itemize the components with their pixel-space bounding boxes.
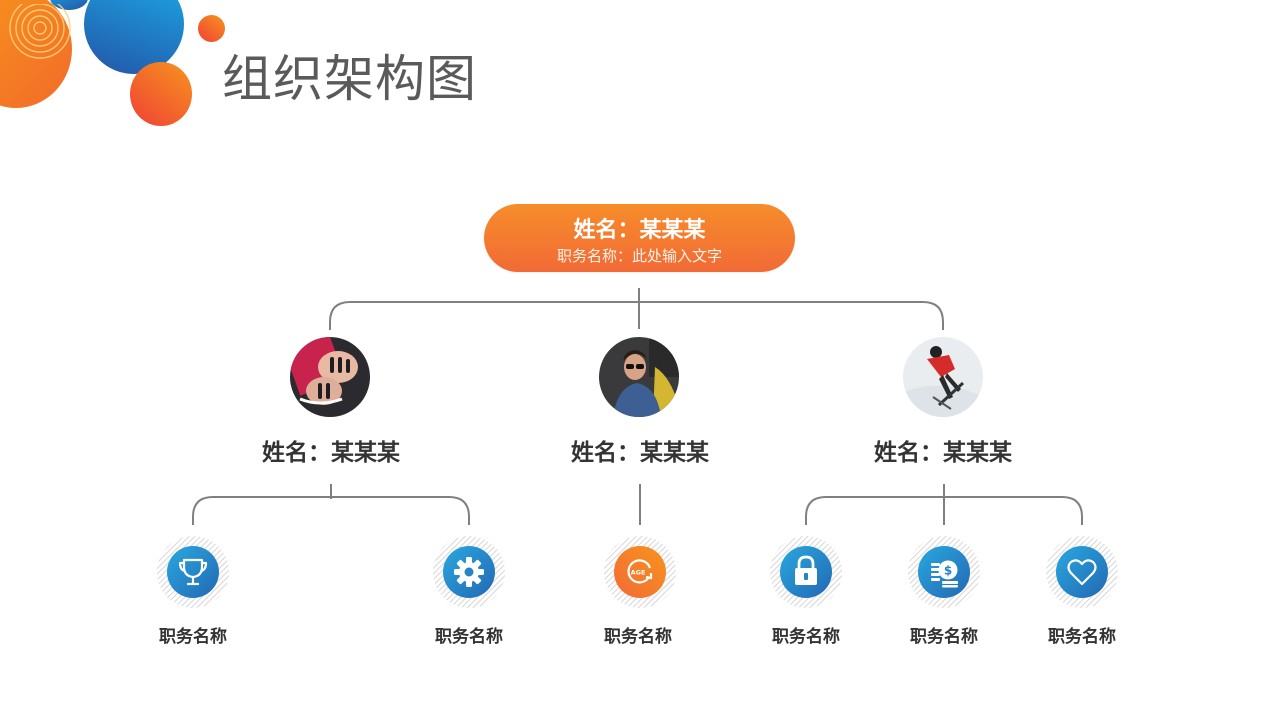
role-label-6: 职务名称	[1048, 627, 1116, 647]
top-node-name: 姓名：某某某	[573, 218, 706, 243]
avatar-manager-2[interactable]	[599, 337, 679, 417]
role-badge-5[interactable]: $	[907, 535, 981, 609]
connector-top-branch	[329, 301, 944, 330]
money-icon: $	[931, 560, 958, 588]
connector-right-branch	[805, 496, 1083, 525]
role-badge-4[interactable]	[769, 535, 843, 609]
decorative-rings	[9, 4, 71, 59]
gear-icon	[454, 557, 484, 587]
decorative-circle-red-small	[198, 15, 225, 42]
role-label-1: 职务名称	[159, 627, 227, 647]
age-icon: AGE	[627, 559, 653, 584]
avatar-manager-3[interactable]	[903, 337, 983, 417]
manager-2-name: 姓名：某某某	[571, 440, 709, 466]
page-title: 组织架构图	[222, 50, 477, 108]
top-node-role: 职务名称：此处输入文字	[556, 247, 722, 265]
role-badge-6[interactable]	[1045, 535, 1119, 609]
photo-hands	[290, 337, 370, 417]
role-label-3: 职务名称	[604, 627, 672, 647]
connector-left-branch	[192, 496, 470, 525]
svg-text:AGE: AGE	[631, 569, 646, 577]
top-node[interactable]: 姓名：某某某 职务名称：此处输入文字	[484, 204, 795, 272]
heart-icon	[1067, 559, 1097, 586]
trophy-icon	[178, 558, 208, 586]
photo-man-glasses	[599, 337, 679, 417]
decorative-circle-blue-small	[50, 0, 88, 10]
lock-icon	[795, 555, 817, 585]
role-badge-1[interactable]	[156, 535, 230, 609]
avatar-manager-1[interactable]	[290, 337, 370, 417]
manager-1-name: 姓名：某某某	[262, 440, 400, 466]
role-label-4: 职务名称	[772, 627, 840, 647]
decorative-circle-red	[130, 62, 192, 126]
role-badge-2[interactable]	[432, 535, 506, 609]
role-badge-3[interactable]: AGE	[603, 535, 677, 609]
svg-text:$: $	[944, 564, 952, 578]
role-label-2: 职务名称	[435, 627, 503, 647]
manager-3-name: 姓名：某某某	[874, 440, 1012, 466]
photo-skier	[903, 337, 983, 417]
role-label-5: 职务名称	[910, 627, 978, 647]
